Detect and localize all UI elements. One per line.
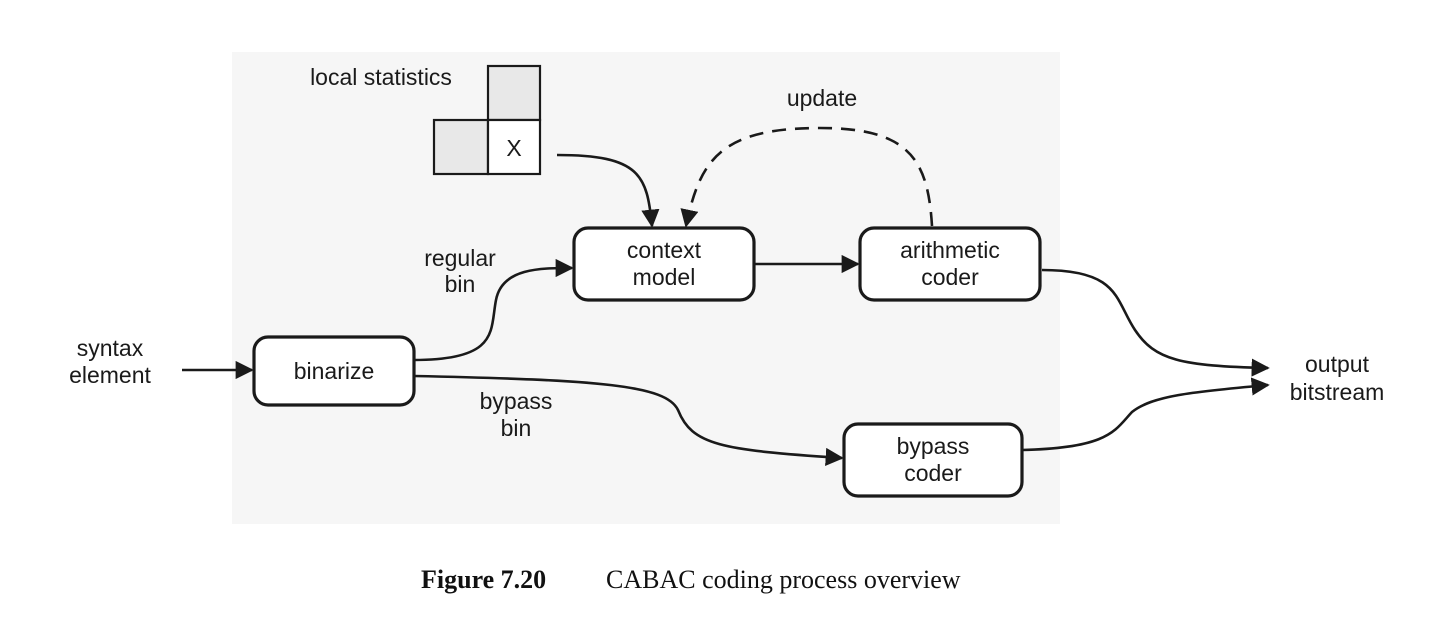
arithmetic-coder-label-line1: arithmetic [900,237,1000,263]
edge-update-dashed [680,126,934,228]
edge-bypass-to-output [1021,377,1270,452]
context-model-node: context model [572,226,756,302]
local-statistics-grid: X [432,64,542,176]
bypass-bin-label-line1: bypass [480,388,553,414]
syntax-element-label-line1: syntax [77,335,144,361]
bypass-coder-label-line1: bypass [897,433,970,459]
syntax-element-label-line2: element [69,362,151,388]
bypass-bin-label-line2: bin [501,415,532,441]
output-bitstream-label-line2: bitstream [1290,379,1385,405]
context-model-label-line2: model [633,264,696,290]
local-statistics-label: local statistics [310,64,452,90]
arithmetic-coder-node: arithmetic coder [858,226,1042,302]
stat-cell-x-label: X [506,135,521,161]
context-model-label-line1: context [627,237,702,263]
stat-cell-current [486,118,542,176]
binarize-node: binarize [252,335,416,407]
regular-bin-label-line1: regular [424,245,496,271]
stat-cell-left [432,118,490,176]
binarize-label: binarize [294,358,375,384]
update-label: update [787,85,857,111]
figure-number: Figure 7.20 [421,565,546,594]
edge-stats-to-context [556,153,660,228]
bypass-coder-node: bypass coder [842,422,1024,498]
regular-bin-label-line2: bin [445,271,476,297]
edge-binarize-to-bypass [413,374,844,467]
bypass-coder-label-line2: coder [904,460,962,486]
edge-arith-to-output [1041,268,1270,377]
edge-binarize-to-context [413,258,574,362]
output-bitstream-label-line1: output [1305,351,1370,377]
stat-cell-top [486,64,542,122]
figure-caption: CABAC coding process overview [606,565,961,594]
arithmetic-coder-label-line2: coder [921,264,979,290]
